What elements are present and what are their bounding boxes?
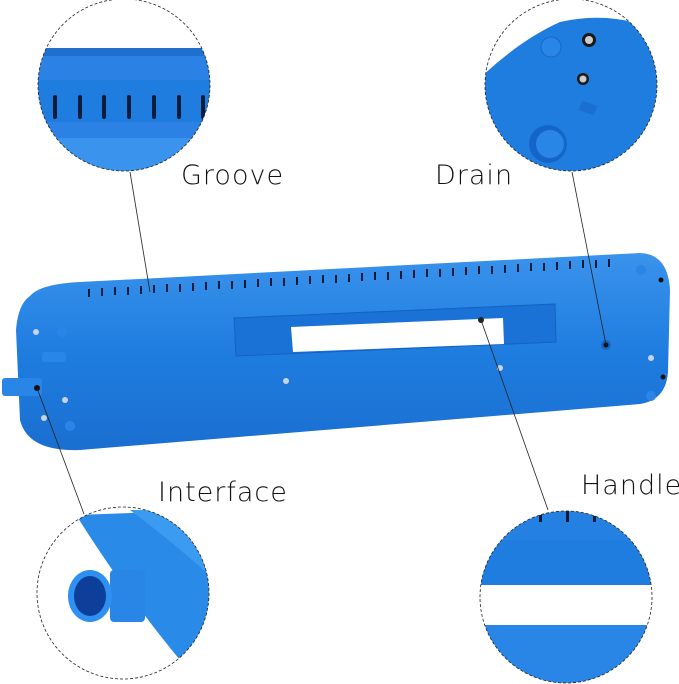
callout-groove bbox=[37, 0, 211, 293]
interface-port bbox=[2, 378, 42, 396]
label-groove: Groove bbox=[181, 160, 285, 191]
leader-line-interface bbox=[36, 387, 85, 515]
handle bbox=[233, 303, 557, 357]
callout-interface bbox=[36, 387, 210, 680]
leader-line-handle bbox=[480, 319, 549, 511]
callout-handle bbox=[479, 319, 653, 684]
leader-line-drain bbox=[571, 171, 607, 346]
label-interface: Interface bbox=[158, 477, 288, 508]
melodica-body bbox=[2, 253, 670, 451]
label-handle: Handle bbox=[581, 470, 679, 501]
leader-line-groove bbox=[129, 171, 151, 293]
label-drain: Drain bbox=[435, 160, 514, 191]
groove-slots bbox=[88, 259, 610, 297]
